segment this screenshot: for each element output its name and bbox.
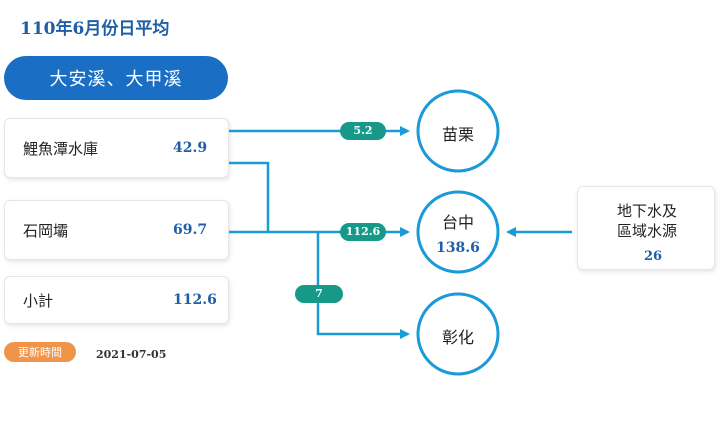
- flow-pill-changhua: [295, 285, 343, 303]
- source-value: 42.9: [173, 140, 208, 156]
- groundwater-label-line2: 區域水源: [616, 222, 677, 240]
- node-taichung-total: 138.6: [436, 240, 480, 256]
- flow-value-miaoli: 5.2: [353, 124, 373, 137]
- source-value: 112.6: [173, 292, 217, 308]
- node-taichung-circle: [416, 190, 500, 274]
- update-time-value: 2021-07-05: [96, 348, 167, 361]
- node-miaoli-circle: [416, 89, 500, 173]
- groundwater-label-line1: 地下水及: [616, 202, 677, 220]
- source-card-shigang[interactable]: 石岡壩 69.7: [4, 200, 229, 260]
- flow-value-taichung: 112.6: [345, 225, 381, 238]
- source-card-liyutan[interactable]: 鯉魚潭水庫 42.9: [4, 118, 229, 178]
- groundwater-label: 地下水及 區域水源: [578, 201, 716, 241]
- region-button[interactable]: 大安溪、大甲溪: [4, 56, 228, 100]
- flow-line-changhua: [316, 232, 410, 339]
- flow-value-changhua: 7: [315, 287, 323, 300]
- node-changhua-label: 彰化: [441, 328, 474, 347]
- groundwater-value: 26: [643, 249, 663, 264]
- node-changhua-circle: [416, 292, 500, 376]
- groundwater-card[interactable]: 地下水及 區域水源 26: [577, 186, 715, 270]
- source-card-subtotal[interactable]: 小計 112.6: [4, 276, 229, 324]
- flow-pill-taichung: [340, 223, 386, 241]
- connector-line: [229, 161, 270, 232]
- update-time-badge: 更新時間: [4, 342, 76, 362]
- node-miaoli-label: 苗栗: [441, 125, 474, 144]
- source-name: 小計: [23, 291, 54, 310]
- flow-pill-miaoli: [340, 122, 386, 140]
- node-taichung-label: 台中: [441, 213, 474, 232]
- page-title: 110年6月份日平均: [20, 19, 170, 39]
- source-value: 69.7: [173, 222, 208, 238]
- source-name: 石岡壩: [23, 221, 69, 240]
- source-name: 鯉魚潭水庫: [23, 139, 99, 158]
